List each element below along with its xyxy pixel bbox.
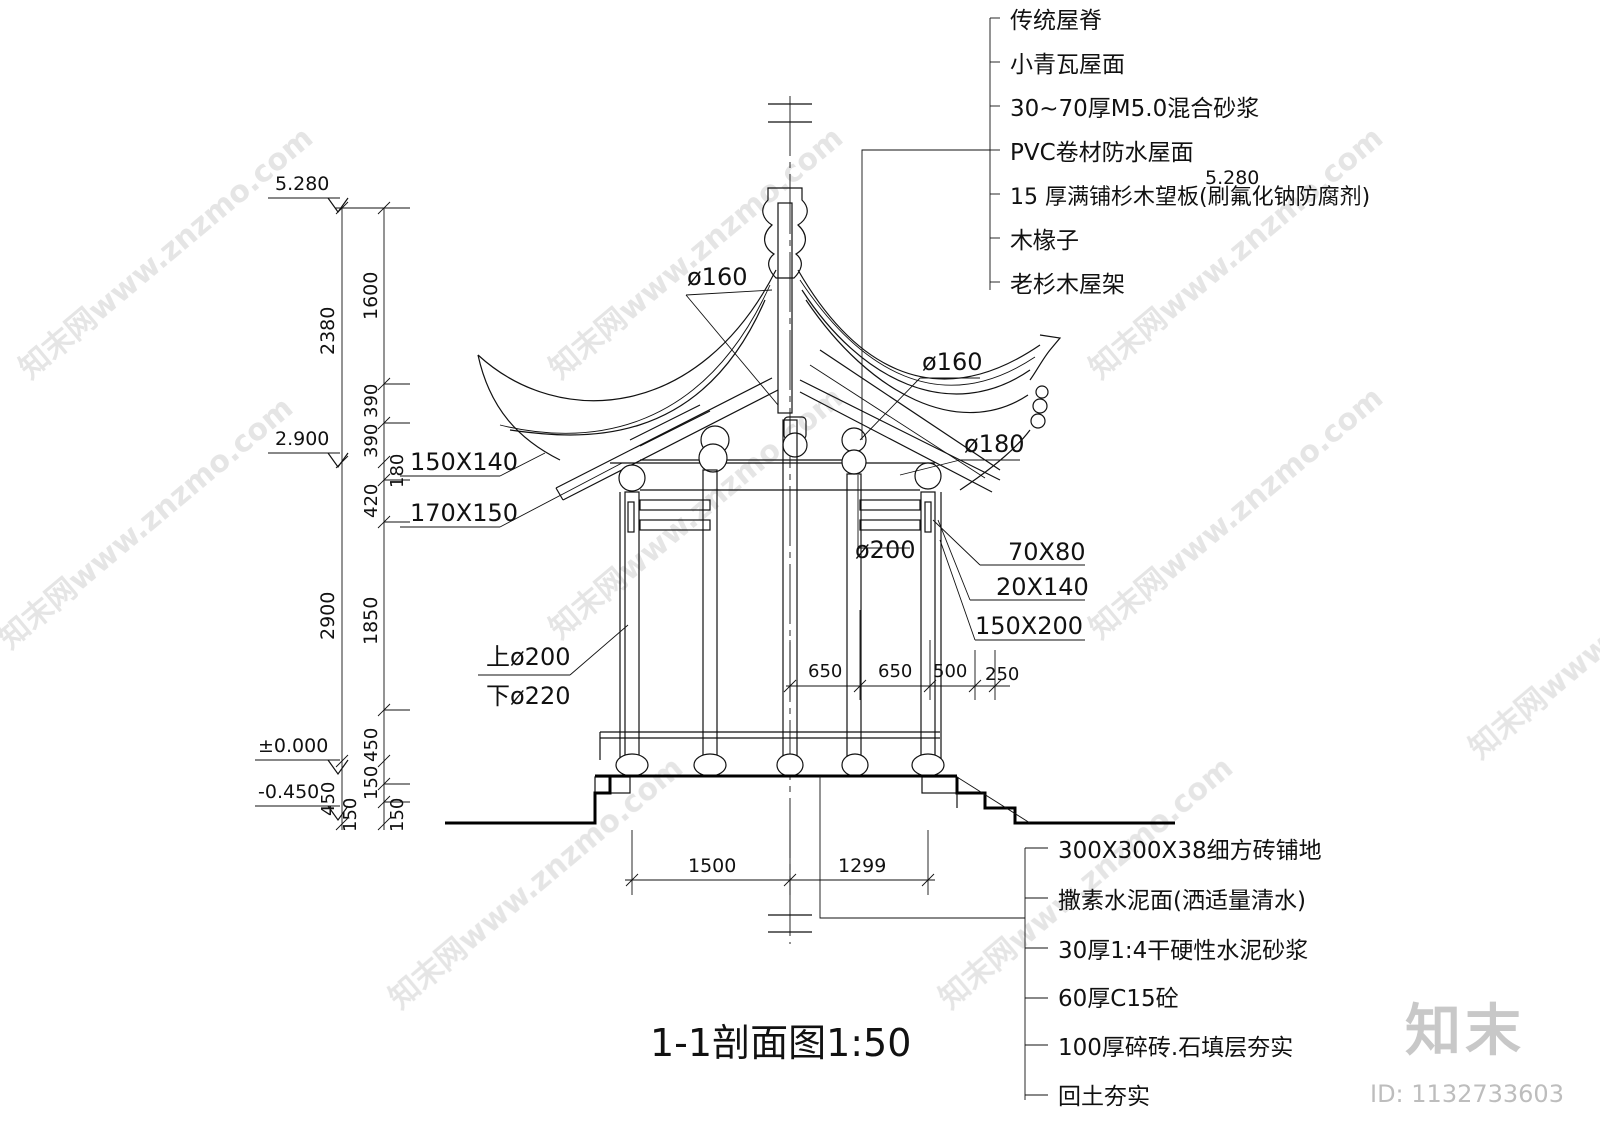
roof: [477, 187, 1062, 501]
elevation-label: -0.450: [258, 781, 319, 803]
drawing-title: 1-1剖面图1:50: [650, 1021, 911, 1065]
member-callouts-right: ø160 ø180 ø200 70X80 20X140 150X200: [855, 348, 1089, 641]
dim-inner: 420: [361, 484, 382, 518]
watermark: 知末网www.znzmo.com: [543, 380, 850, 646]
roof-note: 30~70厚M5.0混合砂浆: [1010, 96, 1259, 122]
column-size-bottom: 下ø220: [486, 682, 571, 710]
watermark: 知末网www.znzmo.com: [543, 120, 850, 386]
upper-dimensions: 650 650 500 250: [783, 610, 1019, 700]
elevation-label: ±0.000: [258, 735, 328, 757]
elevation-label: 5.280: [275, 173, 329, 195]
member-size-label: 70X80: [1008, 538, 1086, 566]
floor-note: 回土夯实: [1058, 1084, 1150, 1110]
dim-outer: 2900: [317, 592, 339, 640]
roof-notes: 传统屋脊 小青瓦屋面 30~70厚M5.0混合砂浆 PVC卷材防水屋面 5.28…: [861, 8, 1370, 440]
dim-upper: 650: [878, 661, 912, 682]
watermark-layer: 知末网www.znzmo.com 知末网www.znzmo.com 知末网www…: [0, 120, 1600, 1016]
plan-dimensions: 1500 1299: [625, 830, 935, 895]
elevation-markers: 5.280 2.900 ±0.000 -0.450: [255, 173, 349, 822]
member-size-label: 150X200: [975, 612, 1083, 640]
roof-note: 小青瓦屋面: [1010, 52, 1125, 78]
floor-note: 撒素水泥面(洒适量清水): [1058, 888, 1306, 914]
roof-note: 老杉木屋架: [1010, 272, 1125, 298]
dim-inner: 150: [340, 798, 361, 832]
member-size-label: ø160: [687, 263, 748, 291]
member-size-label: 170X150: [410, 499, 518, 527]
dim-upper: 500: [933, 661, 967, 682]
member-size-label: ø200: [855, 536, 916, 564]
roof-note: PVC卷材防水屋面: [1010, 140, 1194, 166]
watermark: 知末网www.znzmo.com: [1083, 380, 1390, 646]
timber-frame: [599, 419, 945, 777]
dim-outer: 450: [318, 782, 339, 816]
dimension-chains: 2380 2900 450 1600 390 390 180 420 1850 …: [317, 201, 410, 832]
floor-note: 300X300X38细方砖铺地: [1058, 838, 1322, 864]
dim-upper: 650: [808, 661, 842, 682]
dim-inner: 150: [361, 766, 382, 800]
member-size-label: ø180: [964, 430, 1025, 458]
center-axis: [768, 96, 812, 944]
watermark: 知末网www.znzmo.com: [13, 120, 320, 386]
floor-note: 100厚碎砖.石填层夯实: [1058, 1035, 1293, 1061]
dim-inner: 450: [361, 728, 382, 762]
floor-note: 30厚1:4干硬性水泥砂浆: [1058, 938, 1308, 964]
dim-inner: 390: [361, 384, 382, 418]
ridge-elevation-ghost: 5.280: [1205, 167, 1259, 189]
member-size-label: ø160: [922, 348, 983, 376]
watermark: 知末网www.znzmo.com: [383, 750, 690, 1016]
column-size-top: 上ø200: [486, 643, 571, 671]
roof-note: 15 厚满铺杉木望板(刷氟化钠防腐剂): [1010, 185, 1370, 210]
dim-plan: 1299: [838, 855, 886, 877]
dim-upper: 250: [985, 664, 1019, 685]
dim-inner: 1600: [360, 272, 382, 320]
dim-outer: 2380: [317, 307, 339, 355]
dim-plan: 1500: [688, 855, 736, 877]
floor-notes: 300X300X38细方砖铺地 撒素水泥面(洒适量清水) 30厚1:4干硬性水泥…: [819, 776, 1322, 1110]
elevation-label: 2.900: [275, 428, 329, 450]
watermark: 知末网www.znzmo.com: [1463, 500, 1600, 766]
roof-note: 木椽子: [1010, 228, 1079, 254]
watermark: 知末网www.znzmo.com: [0, 390, 300, 656]
member-size-label: 150X140: [410, 448, 518, 476]
brand-logo: 知末: [1405, 999, 1525, 1064]
dim-inner: 1850: [360, 597, 382, 645]
platform: [445, 774, 1175, 825]
member-callouts-left: 150X140 170X150 ø160 上ø200 下ø220: [400, 263, 779, 710]
floor-note: 60厚C15砼: [1058, 986, 1179, 1012]
member-size-label: 20X140: [996, 573, 1089, 601]
dim-inner: 390: [361, 424, 382, 458]
dim-inner: 150: [387, 798, 408, 832]
roof-note: 传统屋脊: [1010, 8, 1102, 34]
dim-inner: 180: [387, 454, 408, 488]
drawing-id: ID: 1132733603: [1370, 1080, 1564, 1108]
